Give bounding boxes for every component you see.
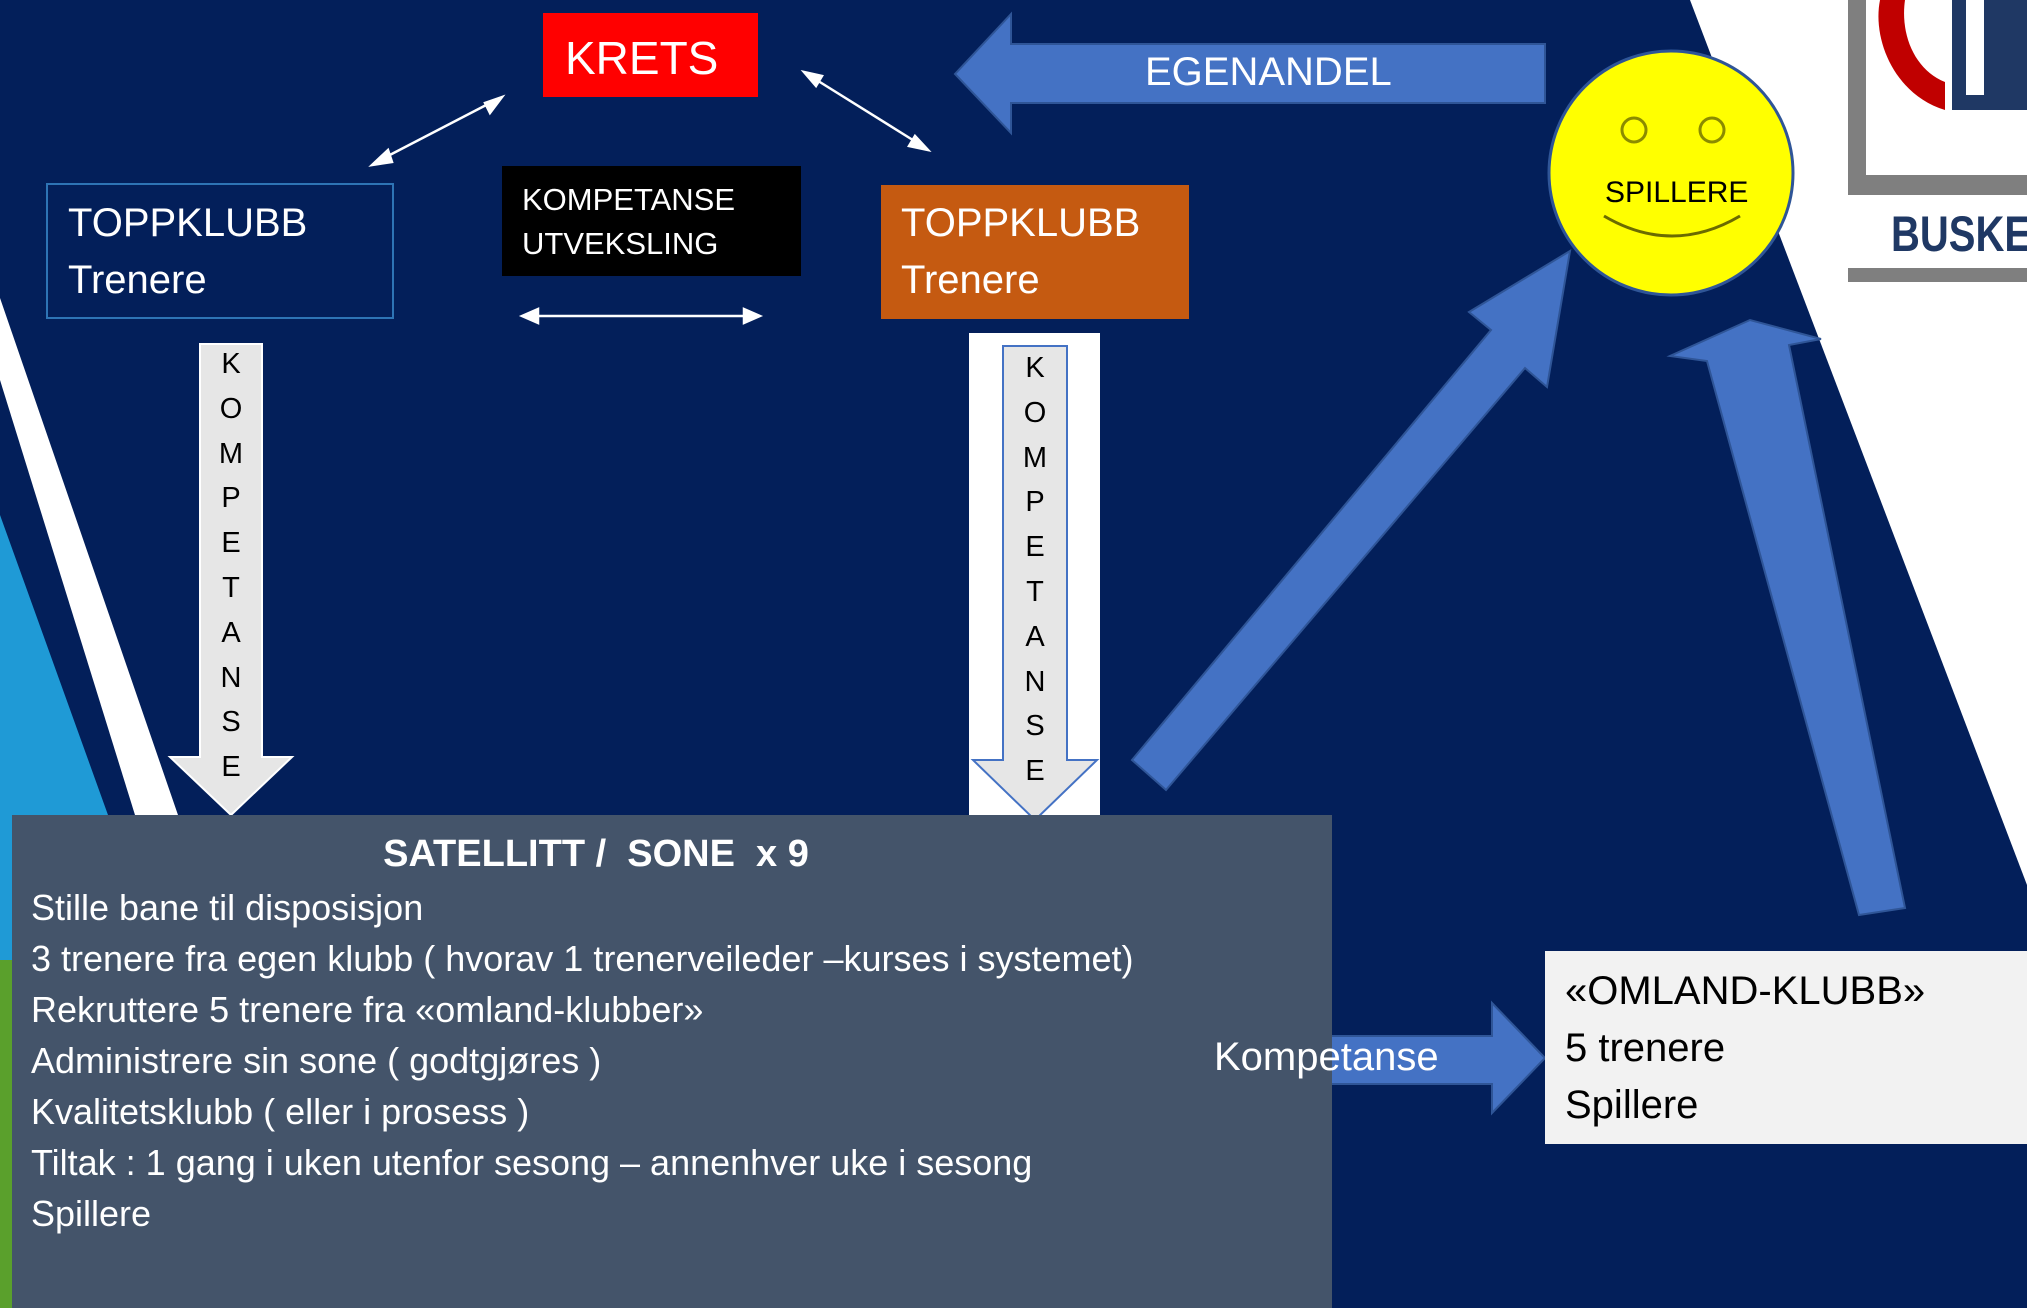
letter: A — [221, 616, 241, 649]
letter: M — [1022, 441, 1048, 474]
toppklubb-right-subtitle: Trenere — [901, 258, 1040, 302]
omland-trenere: 5 trenere — [1565, 1026, 1726, 1070]
arrow-omland-to-spillere — [1666, 318, 1907, 917]
omland-box: «OMLAND-KLUBB» 5 trenere Spillere — [1545, 951, 2027, 1144]
nff-logo — [1848, 0, 2027, 282]
letter: K — [221, 348, 241, 380]
letter: N — [220, 661, 242, 694]
omland-title: «OMLAND-KLUBB» — [1565, 969, 1926, 1013]
letter: S — [1025, 710, 1045, 743]
satellitt-line: Stille bane til disposisjon — [31, 887, 424, 928]
letter: T — [1026, 575, 1044, 608]
double-arrow-kompetanse-utveksling — [518, 307, 764, 325]
letter: K — [1025, 352, 1045, 384]
toppklubb-right-title: TOPPKLUBB — [901, 201, 1141, 245]
arrow-satellitt-to-spillere — [1130, 249, 1572, 792]
letter: E — [1025, 531, 1045, 564]
logo-text: BUSKER — [1891, 206, 2027, 262]
toppklubb-left-subtitle: Trenere — [68, 258, 207, 302]
letter: O — [219, 392, 243, 425]
kompetanse-vertical-left: K O M P E T A N S E — [212, 342, 250, 790]
toppklubb-left-box: TOPPKLUBB Trenere — [46, 183, 394, 319]
satellitt-line: Rekruttere 5 trenere fra «omland-klubber… — [31, 989, 704, 1030]
kompetanse-utveksling-box: KOMPETANSE UTVEKSLING — [502, 166, 801, 276]
letter: T — [222, 571, 240, 604]
kompetanse-utveksling-line2: UTVEKSLING — [522, 226, 719, 261]
satellitt-line: Spillere — [31, 1193, 152, 1234]
double-arrow-krets-left — [368, 94, 506, 167]
satellitt-line: Kvalitetsklubb ( eller i prosess ) — [31, 1091, 530, 1132]
krets-label: KRETS — [565, 32, 719, 84]
letter: E — [1025, 755, 1045, 788]
letter: E — [221, 751, 241, 784]
kompetanse-arrow-label: Kompetanse — [1214, 1035, 1439, 1079]
letter: O — [1023, 396, 1047, 429]
satellitt-title: SATELLITT / SONE x 9 — [383, 833, 809, 875]
kompetanse-arrow-right — [970, 345, 1100, 822]
left-blue-stripe — [0, 515, 108, 1060]
satellitt-line: 3 trenere fra egen klubb ( hvorav 1 tren… — [31, 938, 1134, 979]
spillere-smiley-label: SPILLERE — [1605, 176, 1749, 209]
left-green-stripe — [0, 960, 12, 1308]
satellitt-box: SATELLITT / SONE x 9 Stille bane til dis… — [12, 815, 1332, 1308]
toppklubb-left-title: TOPPKLUBB — [68, 201, 308, 245]
letter: P — [221, 482, 241, 515]
letter: M — [218, 437, 244, 470]
kompetanse-vertical-right: K O M P E T A N S E — [1012, 346, 1058, 794]
kompetanse-arrow-left — [167, 343, 295, 817]
egenandel-label: EGENANDEL — [1145, 50, 1392, 94]
satellitt-line: Tiltak : 1 gang i uken utenfor sesong – … — [31, 1142, 1033, 1183]
letter: A — [1025, 620, 1045, 653]
letter: S — [221, 706, 241, 739]
kompetanse-utveksling-line1: KOMPETANSE — [522, 182, 736, 217]
left-white-stripe — [0, 298, 178, 815]
krets-box: KRETS — [543, 13, 758, 97]
double-arrow-krets-right — [800, 69, 932, 153]
letter: N — [1024, 665, 1046, 698]
spillere-smiley — [1547, 49, 1795, 297]
letter: P — [1025, 486, 1045, 519]
egenandel-arrow — [953, 11, 1546, 136]
letter: E — [221, 527, 241, 560]
omland-spillere: Spillere — [1565, 1083, 1699, 1127]
satellitt-line: Administrere sin sone ( godtgjøres ) — [31, 1040, 602, 1081]
toppklubb-right-box: TOPPKLUBB Trenere — [881, 185, 1189, 319]
